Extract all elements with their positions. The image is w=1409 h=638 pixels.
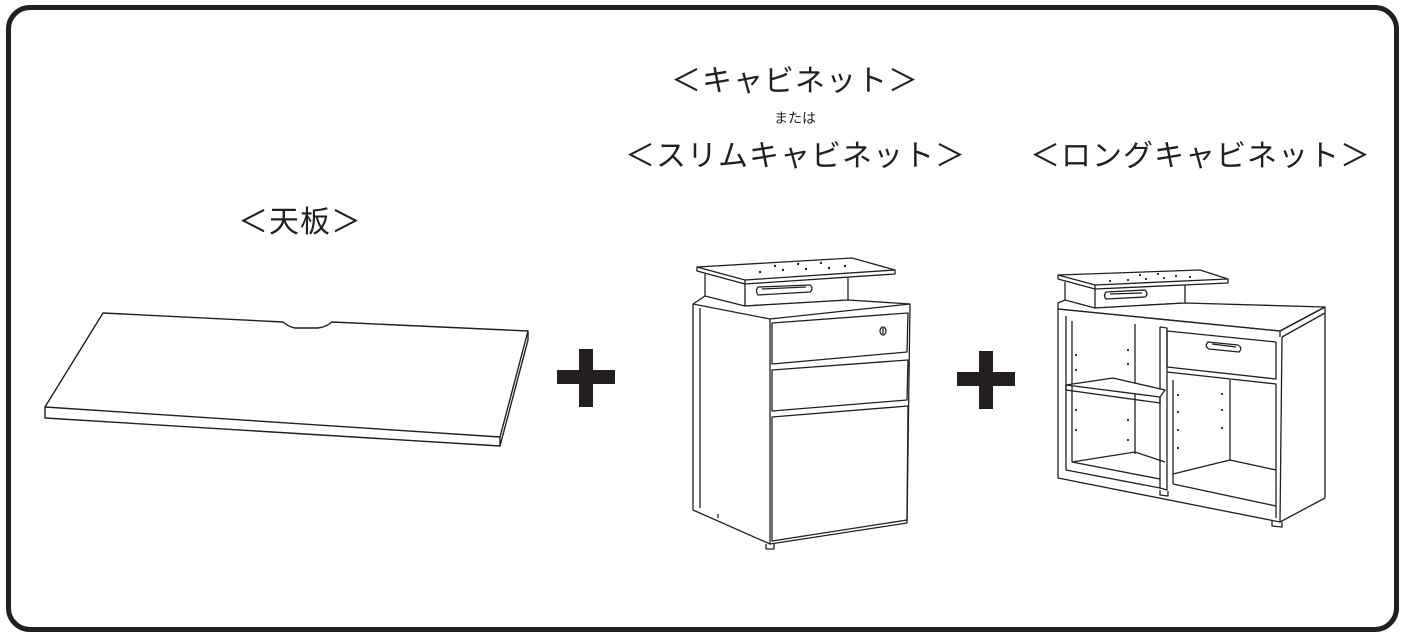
diagram-frame: [6, 5, 1399, 632]
long-cabinet-label: ＜ロングキャビネット＞: [1030, 139, 1371, 174]
slim-cabinet-label: ＜スリムキャビネット＞: [625, 139, 966, 174]
tabletop-illustration: [45, 313, 528, 446]
cabinet-illustration: [693, 258, 910, 549]
or-label: または: [774, 111, 816, 127]
cabinet-label: ＜キャビネット＞: [671, 64, 919, 99]
tabletop-label: ＜天板＞: [238, 205, 362, 240]
plus-icon: [957, 351, 1015, 409]
plus-icon: [557, 349, 615, 407]
long-cabinet-illustration: [1058, 270, 1325, 527]
